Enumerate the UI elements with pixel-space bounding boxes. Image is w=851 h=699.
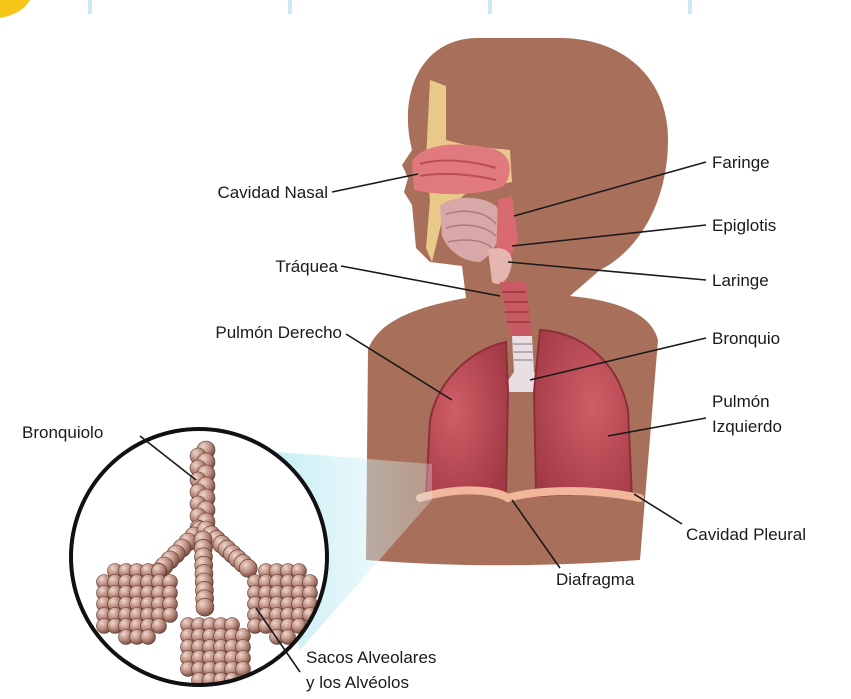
label-sacos-line1: Sacos Alveolares [306, 648, 436, 667]
label-laringe: Laringe [712, 271, 769, 290]
alveolus [163, 608, 178, 623]
label-traquea: Tráquea [275, 257, 338, 276]
label-epiglotis: Epiglotis [712, 216, 776, 235]
label-bronquiolo: Bronquiolo [22, 423, 103, 442]
label-pulmon-izquierdo-line2: Izquierdo [712, 417, 782, 436]
top-decoration [0, 0, 692, 18]
label-pulmon-izquierdo-line1: Pulmón [712, 392, 770, 411]
label-faringe: Faringe [712, 153, 770, 172]
alveolus [196, 598, 214, 616]
label-cavidad-pleural: Cavidad Pleural [686, 525, 806, 544]
alveolus [152, 619, 167, 634]
label-cavidad-nasal: Cavidad Nasal [217, 183, 328, 202]
label-bronquio: Bronquio [712, 329, 780, 348]
label-diafragma: Diafragma [556, 570, 635, 589]
alveoli-magnifier [71, 429, 327, 688]
label-sacos-line2: y los Alvéolos [306, 673, 409, 692]
label-pulmon-derecho: Pulmón Derecho [215, 323, 342, 342]
alveolus [141, 630, 156, 645]
